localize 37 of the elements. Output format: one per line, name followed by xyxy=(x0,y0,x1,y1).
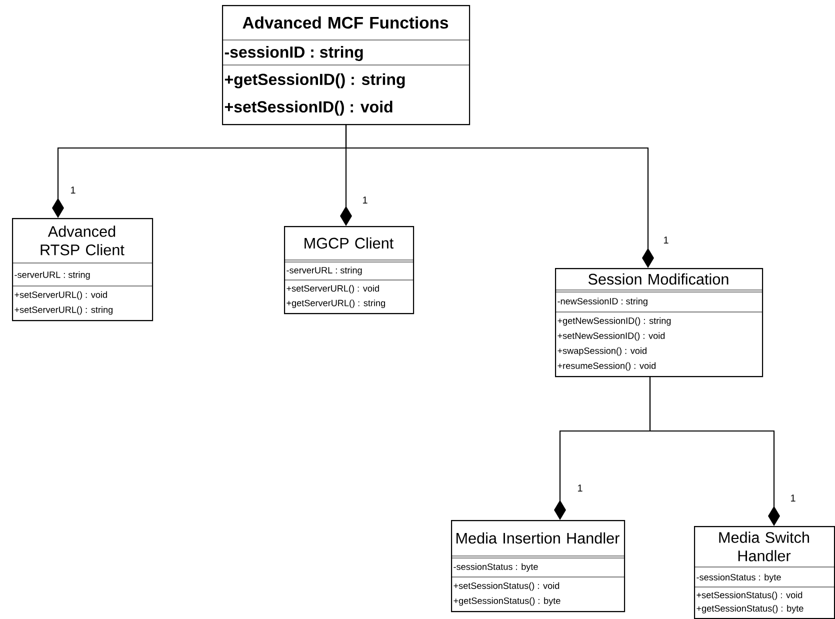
multiplicity-label: 1 xyxy=(68,185,78,195)
attribute-text: -sessionStatus : byte xyxy=(696,574,781,582)
attribute-text: -sessionID : string xyxy=(224,46,363,61)
operation-text: +getSessionStatus() : byte xyxy=(454,597,560,606)
attribute-text: -newSessionID : string xyxy=(558,298,648,306)
operation-text: +getSessionID() : string xyxy=(224,73,405,88)
class-name: Advanced RTSP Client xyxy=(40,226,124,256)
class-name: MGCP Client xyxy=(304,237,394,249)
operation-text: +getServerURL() : string xyxy=(286,300,386,308)
operation-text: +setSessionStatus() : void xyxy=(696,592,802,600)
multiplicity-label: 1 xyxy=(788,493,798,503)
attribute-text: -serverURL : string xyxy=(286,266,362,276)
operation-text: +swapSession() : void xyxy=(558,347,646,356)
class-box xyxy=(12,218,154,322)
attribute-text: -sessionStatus : byte xyxy=(454,563,538,572)
class-box xyxy=(694,526,835,619)
operation-text: +getSessionStatus() : byte xyxy=(696,604,804,614)
multiplicity-label: 1 xyxy=(360,195,370,205)
class-name: Media Insertion Handler xyxy=(456,532,620,544)
attribute-text: -serverURL : string xyxy=(14,271,90,280)
operation-text: +resumeSession() : void xyxy=(558,362,656,371)
class-name: Media Switch Handler xyxy=(719,532,809,562)
operation-text: +setServerURL() : void xyxy=(14,291,107,300)
class-box xyxy=(284,226,414,314)
operation-text: +getNewSessionID() : string xyxy=(558,317,671,326)
multiplicity-label: 1 xyxy=(576,483,584,493)
operation-text: +setServerURL() : string xyxy=(14,306,112,315)
class-box xyxy=(450,520,626,612)
class-box xyxy=(222,5,470,126)
multiplicity-label: 1 xyxy=(662,235,670,245)
class-name: Advanced MCF Functions xyxy=(242,16,448,29)
class-box xyxy=(554,268,764,378)
class-name: Session Modification xyxy=(588,273,728,285)
operation-text: +setSessionID() : void xyxy=(224,100,392,116)
operation-text: +setSessionStatus() : void xyxy=(454,582,560,591)
operation-text: +setServerURL() : void xyxy=(286,284,379,294)
operation-text: +setNewSessionID() : void xyxy=(558,332,665,341)
